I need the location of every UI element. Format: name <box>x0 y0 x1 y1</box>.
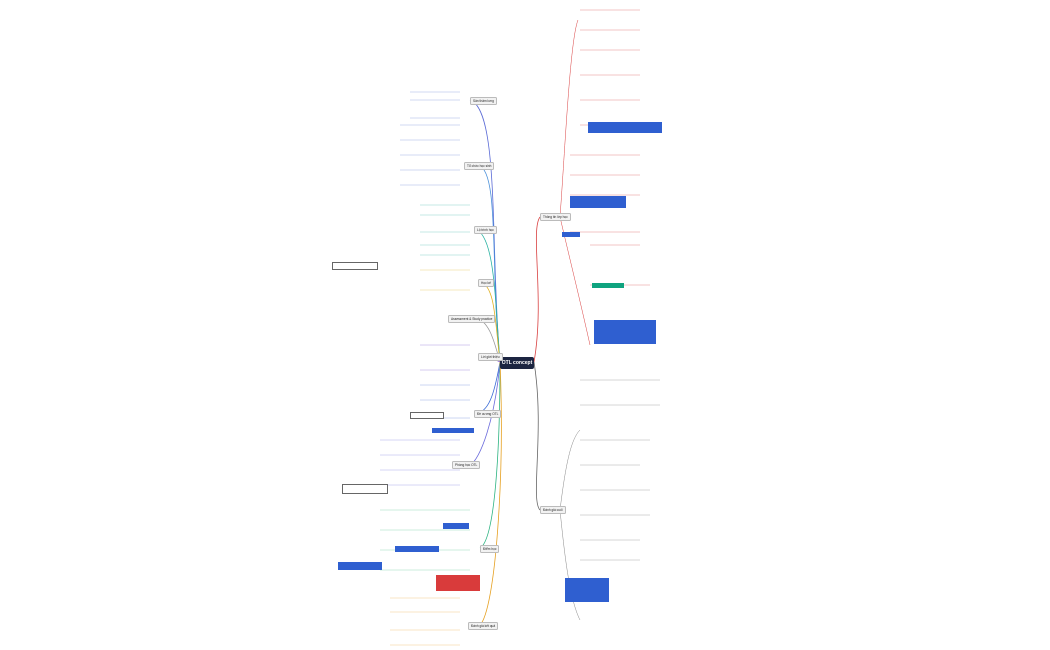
note-block <box>562 232 580 237</box>
branch-left-9[interactable]: Điểm học <box>480 545 500 553</box>
note-box <box>332 262 378 270</box>
note-block <box>594 320 656 344</box>
note-block <box>565 578 609 602</box>
branch-left-7[interactable]: Đề cương OTL <box>474 410 502 418</box>
branch-left-10[interactable]: Đánh giá kết quả <box>468 622 499 630</box>
branch-left-8[interactable]: Phòng học OTL <box>452 461 481 469</box>
branch-left-3[interactable]: Lộ trình học <box>474 226 497 234</box>
branch-right-1[interactable]: Thông tin lớp học <box>540 213 571 221</box>
branch-right-2[interactable]: Đánh giá cuối <box>540 506 566 514</box>
note-block <box>443 523 469 529</box>
note-block <box>436 575 480 591</box>
note-block <box>588 122 662 133</box>
note-block <box>570 196 626 208</box>
branch-left-4[interactable]: Học kế <box>478 279 494 287</box>
note-box <box>342 484 388 494</box>
branch-left-5[interactable]: Assessment & Study practice <box>448 315 496 323</box>
branch-left-2[interactable]: Tổ chức học sinh <box>464 162 495 170</box>
branch-left-6[interactable]: Lời giới thiệu <box>478 353 503 361</box>
note-box <box>410 412 444 419</box>
branch-left-1[interactable]: Sản thâm lưng <box>470 97 497 105</box>
note-block <box>338 562 382 570</box>
central-topic[interactable]: OTL concept <box>500 357 534 369</box>
note-block <box>432 428 474 433</box>
note-block <box>395 546 439 552</box>
note-block <box>592 283 624 288</box>
